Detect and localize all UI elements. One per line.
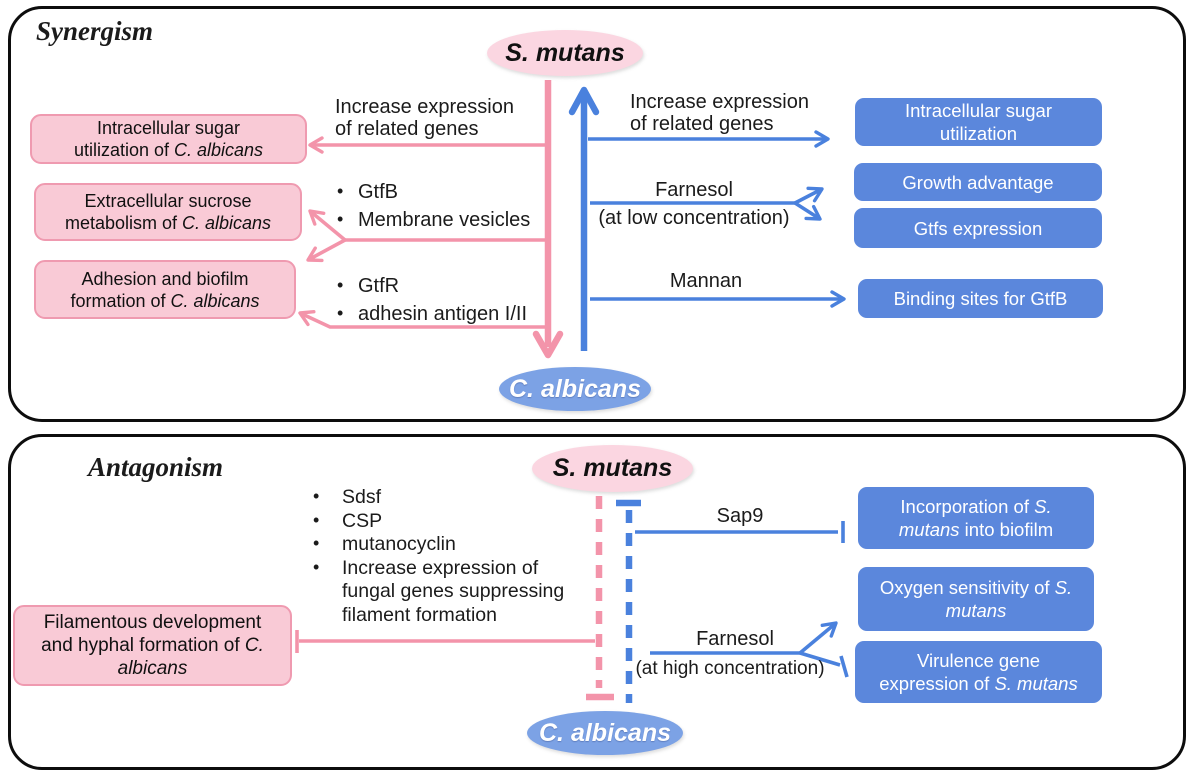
bullet-list-antagonism-factors: SdsfCSPmutanocyclinIncrease expression o… [313,485,564,627]
label-farnesol-high: Farnesol [696,628,774,650]
synergism-title: Synergism [36,16,154,46]
node-c-albicans-antagonism: C. albicans [527,711,683,755]
label-mannan: Mannan [669,270,743,292]
label-farnesol-high-concentration: (at high concentration) [635,658,825,679]
label-farnesol-low: Farnesol [655,179,733,201]
node-c-albicans-synergism: C. albicans [499,367,651,411]
box-incorporation-biofilm: Incorporation of S.mutans into biofilm [858,487,1094,549]
label-sap9: Sap9 [716,505,764,527]
box-gtfs-expression: Gtfs expression [854,208,1102,248]
label-farnesol-low-concentration: (at low concentration) [598,207,790,229]
antagonism-title: Antagonism [88,452,224,482]
bullet-list-gtfr-adhesin: GtfRadhesin antigen I/II [337,271,527,328]
box-oxygen-sensitivity: Oxygen sensitivity of S.mutans [858,567,1094,631]
node-s-mutans-synergism: S. mutans [487,30,643,76]
box-growth-advantage: Growth advantage [854,163,1102,201]
box-binding-sites-gtfb: Binding sites for GtfB [858,279,1103,318]
node-s-mutans-antagonism: S. mutans [532,445,693,492]
bullet-list-gtfb-vesicles: GtfBMembrane vesicles [337,177,530,234]
